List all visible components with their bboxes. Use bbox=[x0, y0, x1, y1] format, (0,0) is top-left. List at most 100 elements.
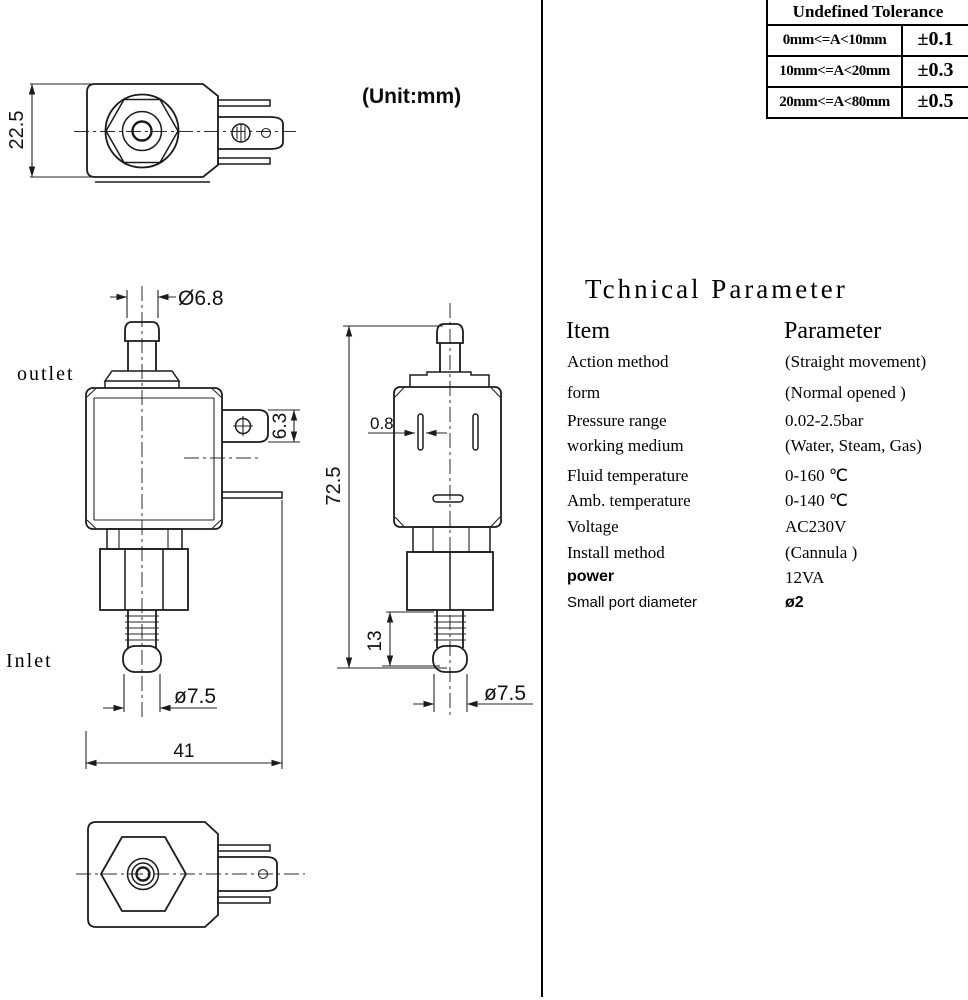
coil-body-front bbox=[85, 387, 223, 530]
lower-flange-side bbox=[412, 526, 491, 553]
corner-tick bbox=[210, 387, 222, 398]
spec-item: working medium bbox=[567, 436, 684, 455]
tech-col-item: Item bbox=[566, 318, 610, 344]
dim-slot-width-label: 0.8 bbox=[370, 414, 394, 433]
dim-barb-length-label: 13 bbox=[365, 630, 386, 651]
connector-hole bbox=[257, 868, 269, 880]
spec-item: Amb. temperature bbox=[567, 491, 691, 510]
port-circle-bottom bbox=[126, 857, 160, 891]
spec-item: Action method bbox=[567, 352, 669, 371]
tech-col-parameter: Parameter bbox=[784, 318, 882, 344]
spec-value: AC230V bbox=[785, 517, 847, 536]
connector-key-slot bbox=[432, 494, 464, 503]
side-view-drawing: 0.8 72.5 bbox=[323, 303, 533, 717]
dim-coil-height-label: 22.5 bbox=[6, 111, 28, 150]
bottom-view-drawing bbox=[76, 821, 305, 928]
corner-tick bbox=[86, 519, 98, 530]
spec-row-fluid-temperature: Fluid temperature 0-160 ℃ bbox=[567, 466, 962, 488]
spec-row-action-method: Action method (Straight movement) bbox=[567, 352, 962, 374]
hex-nut-front bbox=[99, 548, 189, 611]
hex-nut-bottom bbox=[99, 836, 188, 912]
coil-body-bottom bbox=[87, 821, 219, 928]
inlet-label: Inlet bbox=[6, 650, 53, 672]
port-bore bbox=[131, 120, 153, 142]
connector-tab-front bbox=[222, 409, 269, 443]
spec-value: ø2 bbox=[785, 594, 804, 611]
spec-value: (Water, Steam, Gas) bbox=[785, 436, 922, 455]
tech-parameter-title: Tchnical Parameter bbox=[585, 274, 848, 304]
barb-tip-side bbox=[432, 645, 468, 673]
tolerance-range: 0mm<=A<10mm bbox=[768, 26, 903, 55]
tolerance-value: ±0.3 bbox=[917, 59, 954, 81]
corner-tick bbox=[210, 519, 222, 530]
spec-row-form: form (Normal opened ) bbox=[567, 383, 962, 405]
spec-item: Pressure range bbox=[567, 411, 667, 430]
top-view-drawing: 22.5 bbox=[6, 83, 296, 183]
port-circle bbox=[121, 110, 163, 152]
spec-row-amb-temperature: Amb. temperature 0-140 ℃ bbox=[567, 491, 962, 513]
spade-terminal bbox=[217, 896, 271, 904]
coil-body-top bbox=[86, 83, 219, 178]
hex-nut-top bbox=[105, 98, 179, 164]
spec-row-voltage: Voltage AC230V bbox=[567, 517, 962, 539]
spec-value: 12VA bbox=[785, 568, 825, 587]
tolerance-table-title: Undefined Tolerance bbox=[768, 0, 968, 26]
spec-row-small-port-diameter: Small port diameter ø2 bbox=[567, 594, 962, 616]
tolerance-value: ±0.1 bbox=[917, 28, 954, 50]
corner-tick bbox=[489, 386, 501, 398]
spec-value: 0-140 ℃ bbox=[785, 491, 849, 510]
tolerance-range: 10mm<=A<20mm bbox=[768, 57, 903, 86]
connector-hole bbox=[260, 127, 272, 139]
corner-tick bbox=[394, 386, 406, 398]
unit-label: (Unit:mm) bbox=[362, 85, 462, 108]
port-circle-bottom bbox=[131, 862, 155, 886]
spec-item: Install method bbox=[567, 543, 665, 562]
tolerance-table: Undefined Tolerance 0mm<=A<10mm ±0.1 10m… bbox=[766, 0, 968, 119]
ground-pin bbox=[221, 491, 283, 499]
corner-tick bbox=[489, 516, 501, 528]
spade-terminal bbox=[217, 99, 271, 107]
corner-tick bbox=[394, 516, 406, 528]
top-flange-side bbox=[409, 371, 490, 387]
spec-item: Fluid temperature bbox=[567, 466, 689, 485]
connector-slot bbox=[417, 413, 424, 451]
spec-row-pressure-range: Pressure range 0.02-2.5bar bbox=[567, 411, 962, 433]
dim-total-height-label: 72.5 bbox=[323, 467, 345, 506]
dim-inlet-od-side-label: ø7.5 bbox=[484, 682, 526, 705]
coil-body-side bbox=[393, 386, 502, 528]
port-bore-bottom bbox=[135, 866, 151, 882]
spec-row-install-method: Install method (Cannula ) bbox=[567, 543, 962, 565]
spec-item: form bbox=[567, 383, 601, 402]
nut-outer-circle bbox=[104, 93, 180, 169]
connector-slot bbox=[472, 413, 479, 451]
spec-value: (Normal opened ) bbox=[785, 383, 906, 402]
outlet-label: outlet bbox=[17, 363, 75, 385]
spec-item: power bbox=[567, 568, 615, 585]
outlet-nozzle-cap bbox=[124, 321, 160, 342]
dim-inlet-od-front-label: ø7.5 bbox=[174, 685, 216, 708]
spec-value: 0.02-2.5bar bbox=[785, 411, 864, 430]
front-view-drawing: 6.3 ø7.5 bbox=[6, 286, 300, 769]
panel-divider bbox=[541, 0, 543, 997]
dim-total-width-label: 41 bbox=[173, 741, 194, 762]
connector-tab bbox=[218, 116, 284, 150]
barb-tip bbox=[122, 645, 162, 673]
tolerance-row: 20mm<=A<80mm ±0.5 bbox=[768, 88, 968, 117]
dim-spade-width-label: 6.3 bbox=[270, 413, 291, 439]
valve-drawing-svg: 22.5 bbox=[6, 83, 533, 928]
connector-tab-bottom bbox=[218, 856, 278, 892]
spec-row-power: power 12VA bbox=[567, 568, 962, 590]
lower-flange bbox=[106, 528, 183, 550]
outlet-nozzle-cap-side bbox=[436, 323, 464, 344]
spec-value: (Straight movement) bbox=[785, 352, 927, 371]
tolerance-row: 10mm<=A<20mm ±0.3 bbox=[768, 57, 968, 88]
spec-item: Voltage bbox=[567, 517, 619, 536]
spade-terminal bbox=[217, 157, 271, 165]
corner-tick bbox=[86, 387, 98, 398]
tolerance-range: 20mm<=A<80mm bbox=[768, 88, 903, 117]
spec-value: (Cannula ) bbox=[785, 543, 858, 562]
spec-row-working-medium: working medium (Water, Steam, Gas) bbox=[567, 436, 962, 458]
tolerance-value: ±0.5 bbox=[917, 90, 954, 112]
dim-outlet-od-label: Ø6.8 bbox=[178, 287, 224, 310]
